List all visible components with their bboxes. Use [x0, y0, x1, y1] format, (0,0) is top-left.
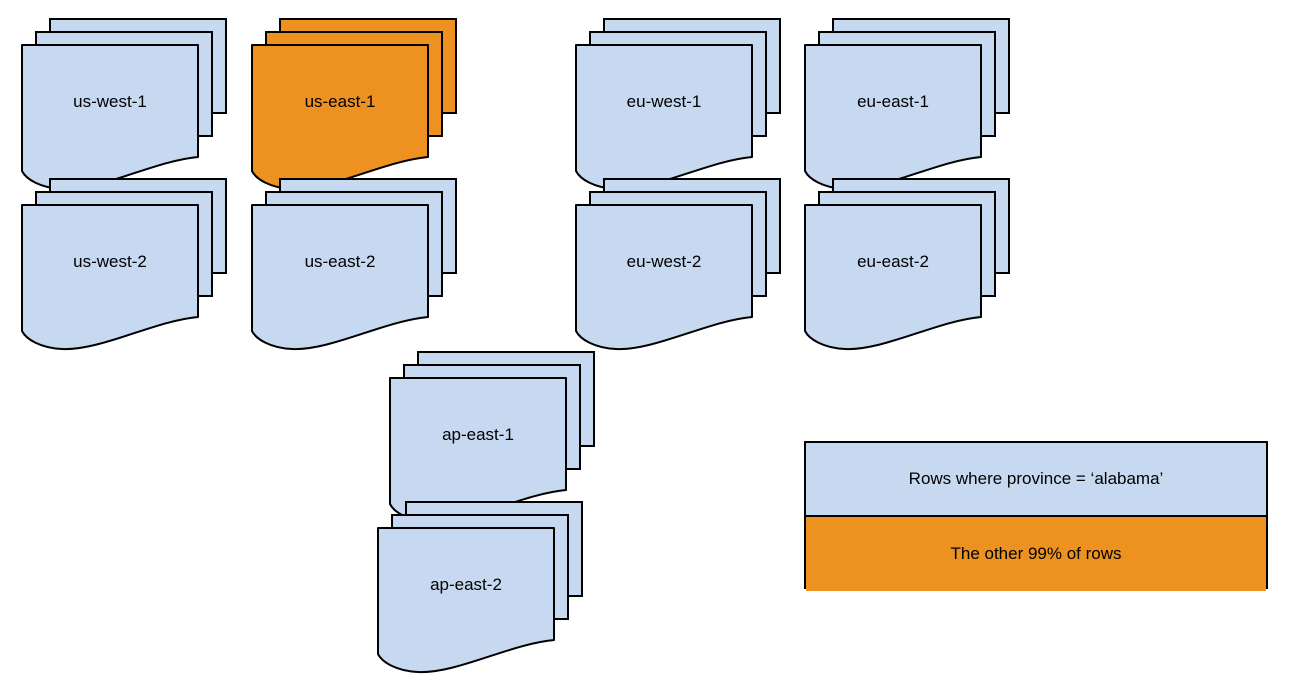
legend-row-highlight: The other 99% of rows [806, 517, 1266, 591]
doc-sheet-front [575, 44, 753, 191]
doc-sheet-front [575, 204, 753, 351]
legend-label: The other 99% of rows [950, 544, 1122, 563]
legend-row-default: Rows where province = ‘alabama’ [806, 443, 1266, 517]
legend: Rows where province = ‘alabama’ The other… [804, 441, 1268, 591]
document-stack-ap-east-1[interactable]: ap-east-1 [388, 350, 596, 524]
document-stack-us-east-1[interactable]: us-east-1 [250, 17, 458, 191]
doc-sheet-front [21, 204, 199, 351]
document-stack-eu-east-2[interactable]: eu-east-2 [803, 177, 1011, 351]
doc-sheet-front [251, 204, 429, 351]
document-stack-eu-east-1[interactable]: eu-east-1 [803, 17, 1011, 191]
doc-sheet-front [21, 44, 199, 191]
document-stack-ap-east-2[interactable]: ap-east-2 [376, 500, 584, 674]
document-stack-eu-west-1[interactable]: eu-west-1 [574, 17, 782, 191]
doc-sheet-front [377, 527, 555, 674]
doc-sheet-front [804, 44, 982, 191]
document-stack-eu-west-2[interactable]: eu-west-2 [574, 177, 782, 351]
document-stack-us-west-2[interactable]: us-west-2 [20, 177, 228, 351]
document-stack-us-west-1[interactable]: us-west-1 [20, 17, 228, 191]
doc-sheet-front [251, 44, 429, 191]
document-stack-us-east-2[interactable]: us-east-2 [250, 177, 458, 351]
doc-sheet-front [804, 204, 982, 351]
legend-label: Rows where province = ‘alabama’ [908, 469, 1164, 488]
